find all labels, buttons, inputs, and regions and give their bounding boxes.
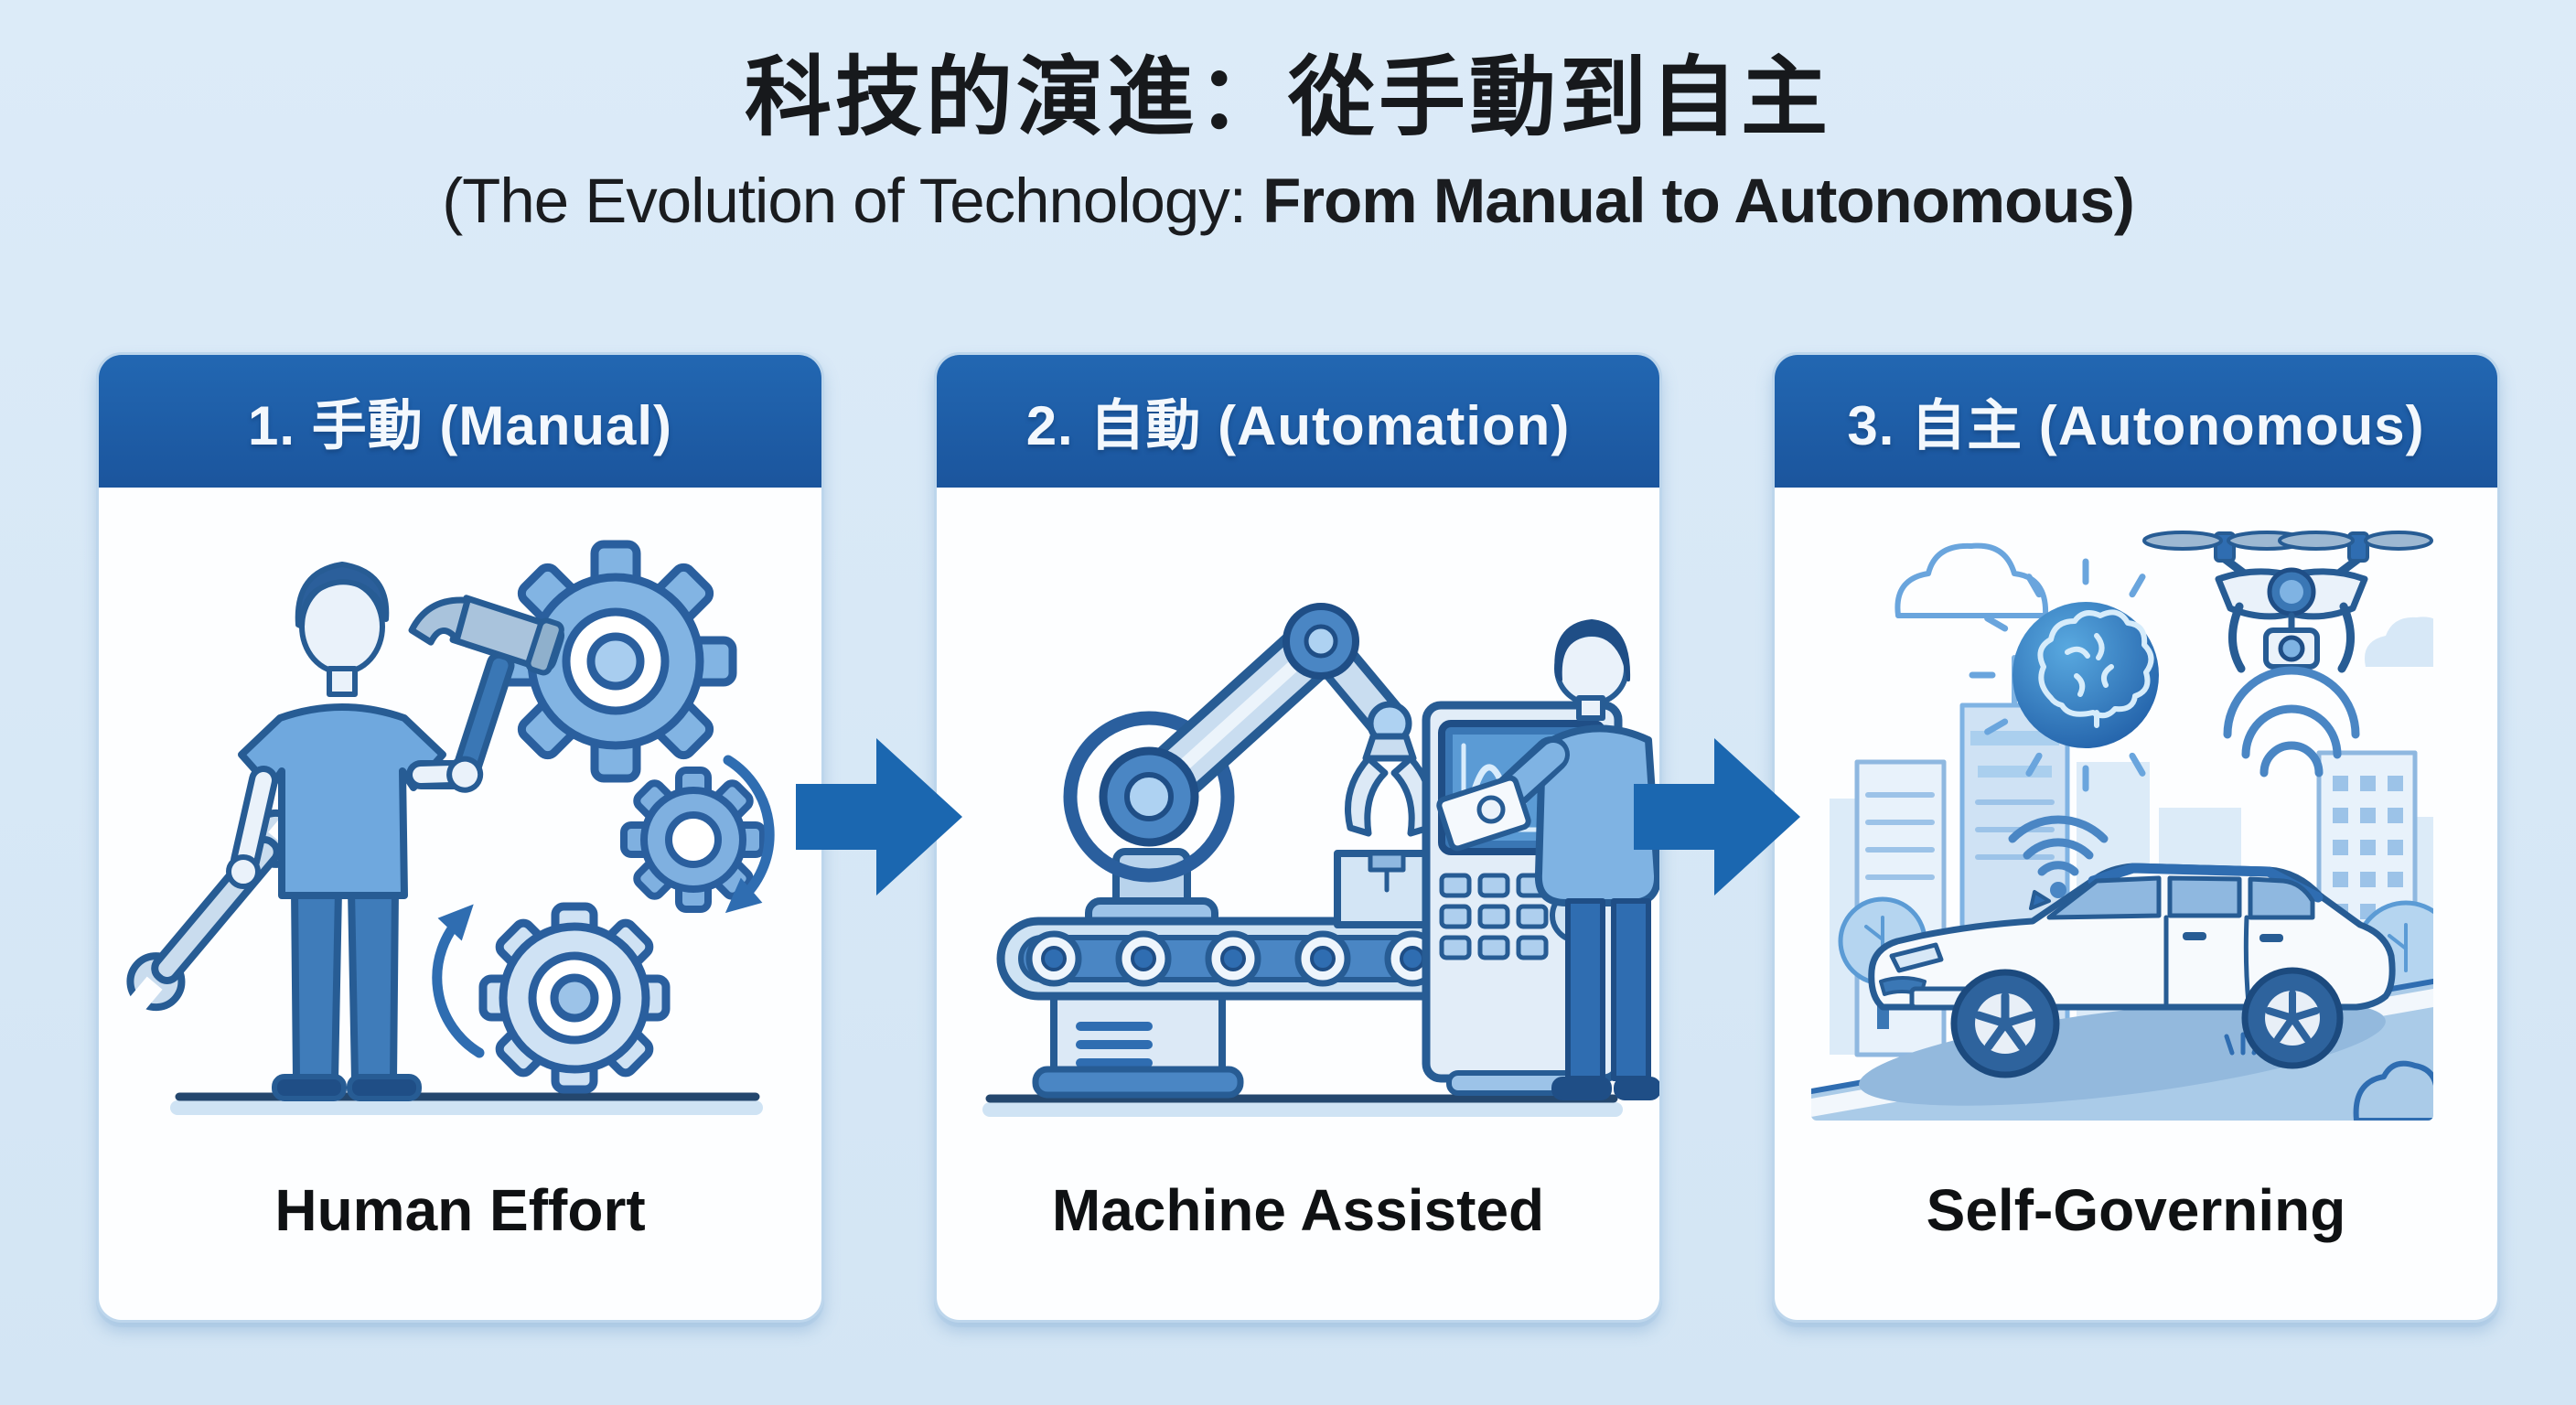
car-windshield xyxy=(2046,875,2162,920)
cloud-icon xyxy=(1894,542,2049,618)
stage-caption-manual: Human Effort xyxy=(274,1177,646,1243)
operator-neck xyxy=(1576,695,1605,721)
car-headlight xyxy=(1889,942,1944,973)
propeller-icon xyxy=(2142,531,2433,563)
worker-hand xyxy=(446,756,484,793)
stage-illustration-manual xyxy=(99,488,821,1128)
rotation-arrows-icon xyxy=(432,755,775,1058)
flow-gap xyxy=(796,352,962,1317)
stage-card-manual: 1. 手動 (Manual) xyxy=(96,352,824,1323)
wifi-signal-icon xyxy=(2008,815,2109,898)
page-subtitle: (The Evolution of Technology: From Manua… xyxy=(0,165,2576,237)
stage-header-manual: 1. 手動 (Manual) xyxy=(99,355,821,488)
stage-card-automation: 2. 自動 (Automation) xyxy=(934,352,1662,1323)
stage-illustration-autonomous xyxy=(1775,488,2497,1128)
car-wheel-icon xyxy=(2241,967,2344,1069)
gripper-icon xyxy=(1345,733,1434,837)
car-window xyxy=(2248,876,2315,920)
worker-icon xyxy=(126,562,565,1101)
stage-illustration-automation xyxy=(937,488,1659,1128)
stage-header-automation: 2. 自動 (Automation) xyxy=(937,355,1659,488)
stages-row: 1. 手動 (Manual) xyxy=(96,352,2500,1323)
car-door-handle xyxy=(2183,932,2206,940)
worker-legs xyxy=(348,886,399,1084)
keypad-buttons xyxy=(1439,873,1549,960)
box-icon xyxy=(1334,850,1440,928)
stage-card-autonomous: 3. 自主 (Autonomous) xyxy=(1772,352,2500,1323)
cloud-icon xyxy=(2365,617,2433,667)
ai-brain-icon xyxy=(1969,558,2159,792)
worker-legs xyxy=(291,886,342,1084)
page-title: 科技的演進：從手動到自主 xyxy=(744,49,1831,146)
worker-shirt xyxy=(238,703,446,899)
manual-illustration xyxy=(126,540,775,1115)
worker-neck xyxy=(327,666,358,697)
stage-caption-automation: Machine Assisted xyxy=(1051,1177,1545,1243)
car-door-handle xyxy=(2259,934,2283,942)
drone-icon xyxy=(2142,531,2433,778)
worker-hair xyxy=(295,562,390,629)
car-window xyxy=(2167,875,2242,918)
wifi-signal-icon xyxy=(2223,666,2360,778)
stage-header-autonomous: 3. 自主 (Autonomous) xyxy=(1775,355,2497,488)
operator-hand xyxy=(1476,795,1506,824)
subtitle-bold: From Manual to Autonomous) xyxy=(1262,166,2135,236)
stage-caption-autonomous: Self-Governing xyxy=(1926,1177,2346,1243)
subtitle-regular: (The Evolution of Technology: xyxy=(442,166,1263,236)
car-wheel-icon xyxy=(1950,969,2060,1078)
arrow-right-icon xyxy=(1634,738,1800,896)
worker-hand xyxy=(226,854,261,889)
operator-leg xyxy=(1611,898,1651,1081)
operator-leg xyxy=(1565,898,1605,1081)
car-mirror-icon xyxy=(2029,890,2051,910)
gear-small-icon xyxy=(620,767,767,913)
autonomous-illustration xyxy=(1811,531,2433,1121)
gear-large-icon xyxy=(494,540,737,783)
flow-gap xyxy=(1634,352,1800,1317)
drone-camera-icon xyxy=(2263,627,2320,670)
machine-pedestal xyxy=(1032,985,1244,1099)
operator-shoe xyxy=(1614,1077,1659,1100)
operator-shoe xyxy=(1551,1077,1612,1100)
bush-icon xyxy=(2353,1060,2433,1121)
automation-illustration xyxy=(982,603,1659,1117)
hammer-icon xyxy=(408,595,565,793)
robot-arm-icon xyxy=(1063,603,1434,883)
operator-sweater xyxy=(1534,724,1659,906)
autonomous-car-icon xyxy=(1868,863,2396,1078)
worker-shoe xyxy=(272,1074,347,1101)
worker-shoe xyxy=(347,1074,422,1101)
operator-icon xyxy=(1436,619,1659,1100)
operator-hair xyxy=(1554,619,1631,681)
gears-icon xyxy=(432,540,775,1094)
gear-medium-icon xyxy=(478,902,671,1094)
ground-line xyxy=(982,1094,1623,1117)
ground-line xyxy=(170,1092,763,1115)
arrow-right-icon xyxy=(796,738,962,896)
